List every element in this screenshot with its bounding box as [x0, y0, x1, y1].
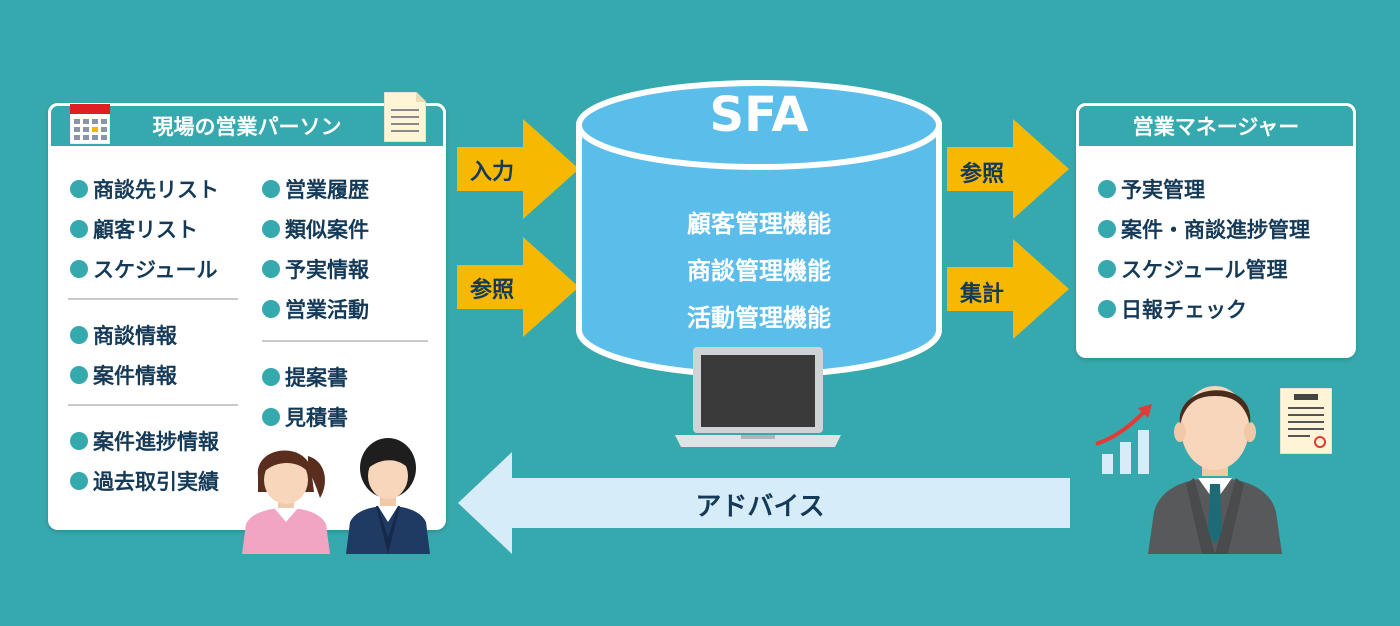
- reference-arrow-left: [457, 237, 579, 337]
- bullet-icon: [70, 432, 88, 450]
- advice-arrow: [458, 452, 1070, 554]
- bullet-icon: [262, 180, 280, 198]
- list-item: 予実管理: [1098, 174, 1205, 204]
- bullet-icon: [262, 300, 280, 318]
- bullet-icon: [1098, 180, 1116, 198]
- bullet-icon: [70, 260, 88, 278]
- bullet-icon: [70, 472, 88, 490]
- bullet-icon: [1098, 260, 1116, 278]
- sales-person-panel-header: 現場の営業パーソン: [48, 103, 446, 149]
- reference-arrow-right: [947, 119, 1069, 219]
- bullet-icon: [262, 220, 280, 238]
- reference-arrow-right-label: 参照: [960, 162, 1005, 187]
- list-item: 商談先リスト: [70, 174, 219, 204]
- divider: [68, 298, 238, 300]
- bullet-icon: [70, 180, 88, 198]
- deal-management-function: 商談管理機能: [687, 257, 831, 285]
- sales-manager-panel-title: 営業マネージャー: [1132, 115, 1300, 139]
- reference-arrow-left-label: 参照: [470, 278, 515, 303]
- bullet-icon: [70, 366, 88, 384]
- list-item: 過去取引実績: [70, 466, 219, 496]
- sfa-title: SFA: [709, 87, 809, 143]
- list-item: スケジュール: [70, 254, 218, 284]
- bullet-icon: [1098, 300, 1116, 318]
- activity-management-function: 活動管理機能: [687, 304, 831, 332]
- bullet-icon: [70, 220, 88, 238]
- female-salesperson-navy-icon: [346, 438, 430, 554]
- document-icon: [384, 92, 426, 142]
- input-arrow: [457, 119, 579, 219]
- sales-person-panel: 現場の営業パーソン: [48, 103, 446, 530]
- divider: [68, 404, 238, 406]
- sales-manager-panel: 営業マネージャー: [1076, 103, 1356, 358]
- list-item: 予実情報: [262, 254, 369, 284]
- list-item: 日報チェック: [1098, 294, 1247, 324]
- bullet-icon: [70, 326, 88, 344]
- customer-management-function: 顧客管理機能: [687, 210, 831, 238]
- sales-person-panel-title: 現場の営業パーソン: [152, 115, 342, 139]
- divider: [262, 340, 428, 342]
- list-item: 見積書: [262, 402, 348, 432]
- list-item: 類似案件: [262, 214, 369, 244]
- bullet-icon: [262, 408, 280, 426]
- list-item: 案件進捗情報: [70, 426, 219, 456]
- growth-chart-icon: [1095, 404, 1152, 474]
- list-item: 営業活動: [262, 294, 369, 324]
- list-item: 提案書: [262, 362, 348, 392]
- report-stamp-icon: [1280, 388, 1332, 454]
- bullet-icon: [1098, 220, 1116, 238]
- bullet-icon: [262, 368, 280, 386]
- list-item: 営業履歴: [262, 174, 369, 204]
- list-item: 案件情報: [70, 360, 177, 390]
- bullet-icon: [262, 260, 280, 278]
- list-item: 案件・商談進捗管理: [1098, 214, 1310, 244]
- aggregate-arrow-label: 集計: [960, 282, 1005, 307]
- aggregate-arrow: [947, 239, 1069, 339]
- advice-arrow-label: アドバイス: [695, 492, 825, 522]
- sales-manager-icon: [1148, 386, 1282, 554]
- list-item: スケジュール管理: [1098, 254, 1288, 284]
- input-arrow-label: 入力: [470, 160, 515, 185]
- calendar-icon: [70, 104, 110, 144]
- laptop-icon: [675, 347, 841, 447]
- list-item: 商談情報: [70, 320, 177, 350]
- sales-manager-panel-header: 営業マネージャー: [1076, 103, 1356, 149]
- female-salesperson-pink-icon: [242, 450, 330, 554]
- list-item: 顧客リスト: [70, 214, 198, 244]
